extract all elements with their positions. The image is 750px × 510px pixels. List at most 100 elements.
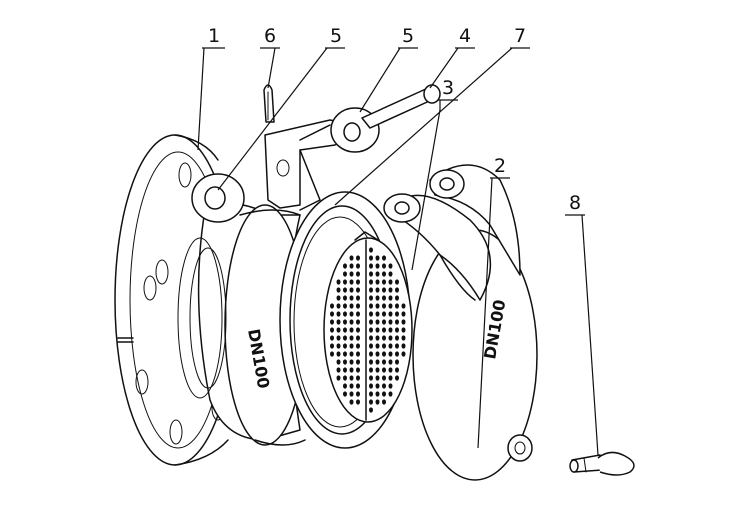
perforation-hole [388,383,393,389]
perforation-hole [343,351,347,357]
perforation-hole [369,311,373,317]
perforation-hole [382,319,386,325]
perforation-hole [382,327,386,333]
perforation-hole [336,287,341,293]
perforation-hole [395,303,399,309]
perforation-hole [382,375,386,381]
perforation-hole [349,343,354,349]
perforation-hole [382,367,386,373]
perforation-hole [401,343,406,349]
perforation-hole [343,375,347,381]
perforation-hole [343,263,347,269]
perforation-hole [349,327,354,333]
perforation-hole [401,311,406,317]
perforation-hole [395,375,399,381]
perforation-hole [349,375,354,381]
perforation-hole [375,391,380,397]
perforation-hole [336,367,341,373]
perforation-hole [382,399,386,405]
perforation-hole [369,343,373,349]
perforation-hole [356,271,360,277]
perforation-hole [395,343,399,349]
perforation-hole [382,335,386,341]
perforation-hole [388,375,393,381]
perforation-hole [336,327,341,333]
perforation-hole [343,303,347,309]
perforation-hole [336,375,341,381]
perforation-hole [356,335,360,341]
perforation-hole [369,287,373,293]
perforation-hole [388,271,393,277]
perforation-hole [375,263,380,269]
perforation-hole [388,327,393,333]
perforation-hole [356,295,360,301]
perforation-hole [395,279,399,285]
perforation-hole [356,383,360,389]
callout-2: 2 [494,155,506,177]
perforation-hole [388,279,393,285]
perforation-hole [382,303,386,309]
perforation-hole [382,271,386,277]
perforation-hole [356,319,360,325]
flange-bolt-holes [135,162,225,445]
perforation-hole [349,367,354,373]
perforation-hole [382,383,386,389]
callout-1: 1 [208,25,220,47]
perforation-hole [395,295,399,301]
perforation-hole [388,351,393,357]
perforation-hole [356,359,360,365]
perforation-hole [369,247,373,253]
perforation-hole [330,351,334,357]
perforation-hole [375,295,380,301]
perforation-hole [369,263,373,269]
perforation-hole [343,279,347,285]
perforation-hole [382,351,386,357]
perforation-hole [343,287,347,293]
perforation-hole [375,303,380,309]
perforation-hole [356,343,360,349]
perforation-hole [375,279,380,285]
locking-pin-part-8 [569,451,635,476]
perforation-hole [356,311,360,317]
end-cap-part-2: DN100 [383,164,538,481]
perforation-hole [349,335,354,341]
perforation-hole [343,319,347,325]
perforation-hole [356,263,360,269]
screen-perforations [330,247,406,413]
perforation-hole [349,351,354,357]
perforation-hole [388,263,393,269]
perforation-hole [356,255,360,261]
perforation-hole [388,319,393,325]
perforation-hole [388,335,393,341]
perforation-hole [369,383,373,389]
perforation-hole [388,287,393,293]
perforation-hole [382,295,386,301]
perforation-hole [401,335,406,341]
perforation-hole [343,391,347,397]
perforation-hole [401,303,406,309]
perforation-hole [369,367,373,373]
perforation-hole [330,303,334,309]
perforation-hole [356,391,360,397]
perforation-hole [349,263,354,269]
perforation-hole [369,303,373,309]
perforation-hole [336,351,341,357]
perforation-hole [343,295,347,301]
perforation-hole [382,359,386,365]
perforation-hole [375,255,380,261]
split-pin-part-6 [263,84,275,123]
perforation-hole [388,391,393,397]
strainer-screen-part-7 [323,231,413,423]
perforation-hole [401,319,406,325]
perforation-hole [343,271,347,277]
perforation-hole [369,327,373,333]
perforation-hole [369,295,373,301]
perforation-hole [349,359,354,365]
perforation-hole [382,343,386,349]
perforation-hole [375,287,380,293]
perforation-hole [343,383,347,389]
perforation-hole [349,287,354,293]
perforation-hole [356,327,360,333]
perforation-hole [382,255,386,261]
